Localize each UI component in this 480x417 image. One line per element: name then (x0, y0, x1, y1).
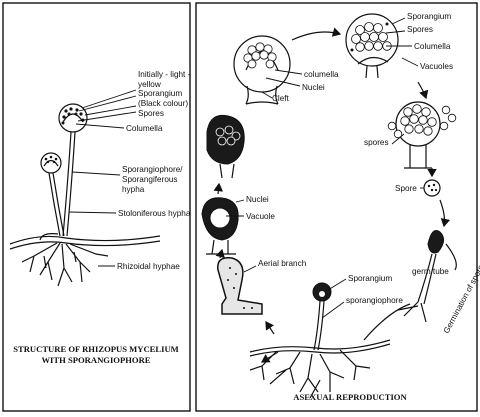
label-spores-mid: spores (364, 138, 389, 147)
single-spore-illustration (423, 179, 441, 197)
label-yellow: yellow (138, 80, 161, 89)
label-initially: Initially - light - (138, 70, 191, 79)
cleft-sporangium-illustration (233, 35, 291, 105)
label-nuclei-top: Nuclei (302, 83, 325, 92)
label-germ-tube: germ tube (412, 267, 449, 276)
left-caption-line2: WITH SPORANGIOPHORE (41, 355, 150, 365)
label-sporangium-top: Sporangium (407, 12, 451, 21)
cycle-arrows (213, 27, 451, 363)
label-aerial-branch: Aerial branch (258, 259, 307, 268)
label-columella-cleft: columella (304, 70, 339, 79)
label-spores-left: Spores (138, 109, 164, 118)
label-sporangiophore-left: Sporangiophore/ (122, 165, 183, 174)
label-spore: Spore (395, 184, 417, 193)
bursting-sporangium-illustration (387, 101, 457, 169)
label-sporangium-left: Sporangium (138, 89, 182, 98)
right-caption: ASEXUAL REPRODUCTION (293, 392, 407, 402)
right-panel-frame (195, 2, 478, 412)
label-vacuoles: Vacuoles (420, 62, 453, 71)
left-caption-line1: STRUCTURE OF RHIZOPUS MYCELIUM (13, 344, 179, 354)
young-sporangium-dark-illustration (206, 114, 245, 179)
right-pointer-lines (226, 17, 424, 319)
label-sporangium-bottom: Sporangium (348, 274, 392, 283)
label-sporangiophore-bottom: sporangiophore (346, 296, 403, 305)
label-columella-left: Columella (126, 124, 163, 133)
label-stoloniferous: Stoloniferous hypha (118, 209, 191, 218)
germinating-spore-illustration (397, 230, 457, 323)
mycelium-illustration (9, 103, 161, 287)
label-spores-top: Spores (407, 25, 433, 34)
label-rhizoidal: Rhizoidal hyphae (117, 262, 180, 271)
label-vacuole: Vacuole (246, 212, 275, 221)
label-columella-top: Columella (414, 42, 451, 51)
label-sporangiferous: Sporangiferous (122, 175, 178, 184)
label-hypha: hypha (122, 185, 145, 194)
left-panel-frame (2, 2, 191, 412)
bottom-mycelium-illustration (249, 282, 411, 399)
left-pointer-lines (68, 89, 137, 267)
label-black-colour: (Black colour) (138, 99, 188, 108)
label-nuclei-mid: Nuclei (246, 195, 269, 204)
aerial-branch-illustration (217, 257, 263, 315)
label-cleft: Cleft (272, 94, 290, 103)
vacuole-sporangium-illustration (201, 197, 239, 255)
